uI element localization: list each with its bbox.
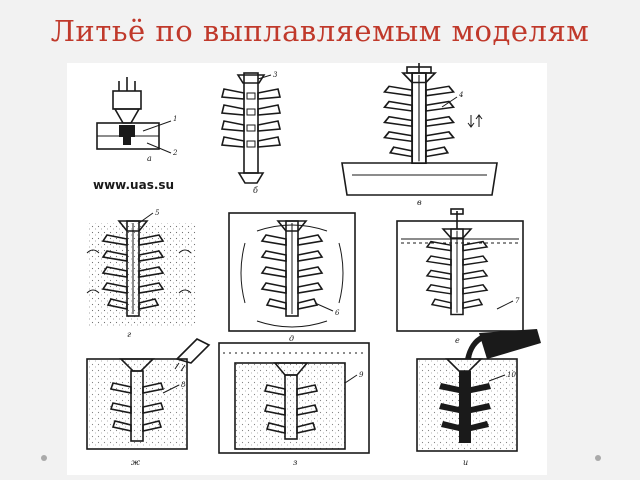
callout-8: 8	[181, 381, 186, 389]
callout-1: 1	[173, 115, 177, 123]
callout-10: 10	[507, 371, 516, 379]
panel-label-d: г	[127, 330, 131, 339]
panel-label-g: ж	[131, 458, 140, 467]
panel-h-furnace: 9 з	[218, 342, 370, 467]
decor-dot-right	[595, 455, 601, 461]
callout-7: 7	[515, 297, 520, 305]
casting-process-figure: 1 2 а www.uas.su 3 б 4 в	[67, 63, 547, 475]
panel-label-h: з	[293, 458, 297, 467]
panel-label-a: а	[147, 154, 152, 163]
panel-label-i: и	[463, 458, 468, 467]
panel-i-pouring: 10 и	[416, 329, 541, 467]
panel-b-wax-model: 3 б	[220, 71, 282, 195]
panel-e-drying: 6 д	[228, 212, 356, 343]
slide-title: Литьё по выплавляемым моделям	[50, 14, 590, 48]
panel-a-die-press: 1 2 а	[96, 77, 178, 163]
callout-6: 6	[335, 309, 340, 317]
panel-label-c: в	[417, 198, 422, 207]
decor-dot-left	[41, 455, 47, 461]
panel-c-coating: 4 в	[341, 63, 498, 207]
panel-f-meltout: 7 е	[396, 208, 524, 345]
panel-label-f: е	[455, 336, 460, 345]
callout-9: 9	[359, 371, 364, 379]
watermark-url: www.uas.su	[93, 178, 174, 192]
callout-3: 3	[273, 71, 278, 79]
panel-g-flask: 8 ж	[86, 338, 211, 467]
casting-process-diagram: 1 2 а www.uas.su 3 б 4 в	[86, 63, 541, 467]
panel-label-e: д	[289, 334, 294, 343]
panel-d-sanding: 5 г	[86, 209, 197, 339]
callout-2: 2	[172, 149, 178, 157]
callout-4: 4	[458, 91, 463, 99]
callout-5: 5	[155, 209, 160, 217]
panel-label-b: б	[253, 186, 258, 195]
